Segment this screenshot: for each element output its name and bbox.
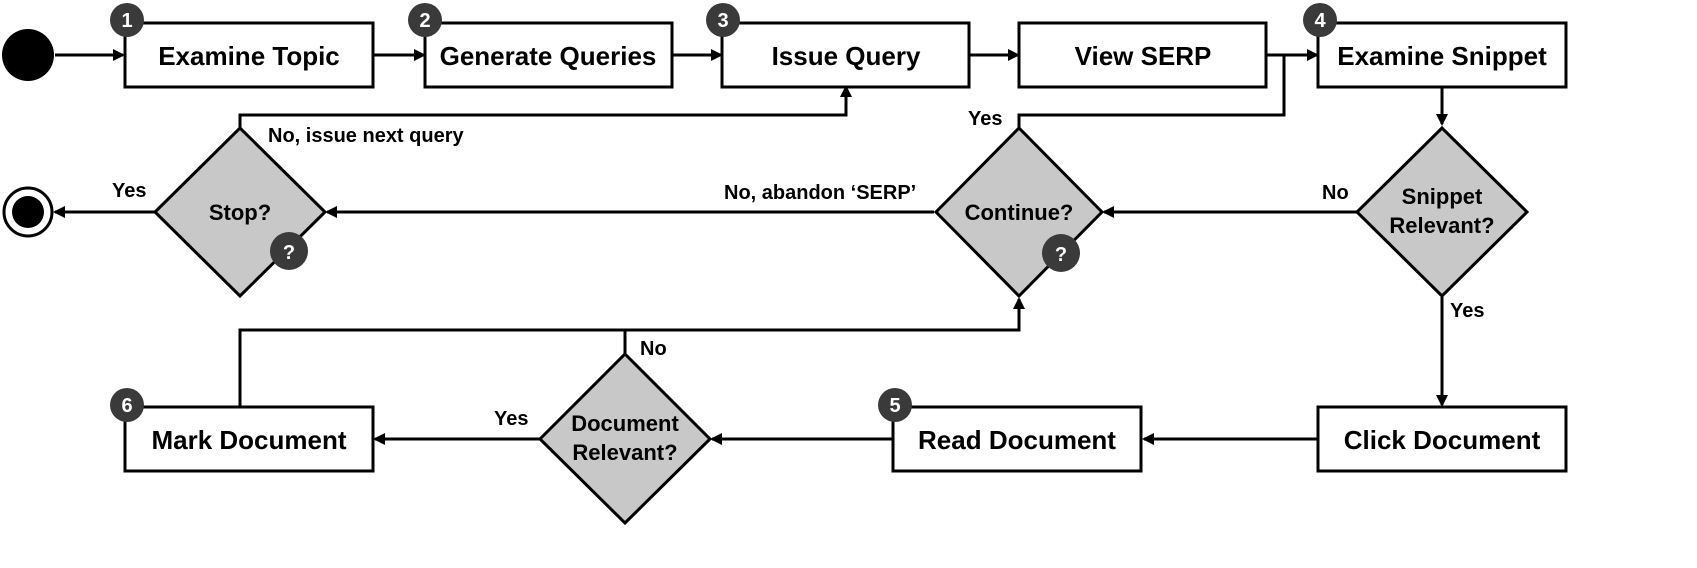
step-badge-1: 1 xyxy=(110,3,144,37)
decision-label-line-1: Document xyxy=(571,411,679,436)
box-examine-snippet: Examine Snippet xyxy=(1316,21,1568,89)
edge-label-snippet-no: No xyxy=(1322,182,1349,204)
question-badge-continue: ? xyxy=(1042,234,1080,272)
decision-document-relevant: Document Relevant? xyxy=(537,351,713,526)
edge-continue-yes-to-view-serp xyxy=(1017,55,1286,128)
box-label: Read Document xyxy=(918,425,1116,455)
step-badge-2: 2 xyxy=(408,3,442,37)
decision-continue: Continue? xyxy=(933,125,1105,299)
step-badge-number: 6 xyxy=(121,395,132,417)
box-label: Generate Queries xyxy=(440,41,657,71)
edge-label-document-no: No xyxy=(640,338,667,360)
edge-label-stop-yes: Yes xyxy=(112,180,146,202)
step-badge-4: 4 xyxy=(1303,3,1337,37)
edge-label-continue-yes: Yes xyxy=(968,108,1002,130)
box-issue-query: Issue Query xyxy=(720,21,971,89)
box-generate-queries: Generate Queries xyxy=(423,21,674,89)
step-badge-number: 4 xyxy=(1314,10,1326,32)
question-mark-icon: ? xyxy=(1055,244,1067,266)
step-badge-number: 1 xyxy=(121,10,132,32)
start-node xyxy=(2,29,54,81)
step-badge-5: 5 xyxy=(878,388,912,422)
box-read-document: Read Document xyxy=(891,405,1143,473)
box-examine-topic: Examine Topic xyxy=(123,21,375,89)
decision-stop: Stop? xyxy=(152,125,328,299)
decision-label: Stop? xyxy=(209,200,271,225)
decision-snippet-relevant: Snippet Relevant? xyxy=(1354,125,1530,299)
end-node xyxy=(2,186,54,238)
edges xyxy=(53,49,1448,445)
box-label: Issue Query xyxy=(772,41,921,71)
step-badge-number: 2 xyxy=(419,10,430,32)
box-label: Examine Snippet xyxy=(1337,41,1547,71)
edge-label-stop-no: No, issue next query xyxy=(268,125,464,147)
edge-mark-document-to-continue xyxy=(238,297,1025,407)
box-label: Examine Topic xyxy=(158,41,340,71)
decision-label-line-1: Snippet xyxy=(1402,184,1483,209)
box-label: View SERP xyxy=(1075,41,1212,71)
step-badge-number: 3 xyxy=(717,10,728,32)
decision-label: Continue? xyxy=(965,200,1074,225)
decision-label-line-2: Relevant? xyxy=(572,440,677,465)
edge-stop-no-to-issue-query xyxy=(238,85,852,128)
question-badge-stop: ? xyxy=(270,232,308,270)
box-label: Mark Document xyxy=(151,425,346,455)
edge-label-snippet-yes: Yes xyxy=(1450,300,1484,322)
step-badge-3: 3 xyxy=(706,3,740,37)
box-mark-document: Mark Document xyxy=(123,405,375,473)
step-badge-6: 6 xyxy=(110,388,144,422)
box-view-serp: View SERP xyxy=(1017,21,1268,89)
decision-label-line-2: Relevant? xyxy=(1389,213,1494,238)
edge-label-document-yes: Yes xyxy=(494,408,528,430)
box-click-document: Click Document xyxy=(1316,405,1568,473)
question-mark-icon: ? xyxy=(283,242,295,264)
step-badge-number: 5 xyxy=(889,395,900,417)
edge-label-continue-no: No, abandon ‘SERP’ xyxy=(724,182,916,204)
box-label: Click Document xyxy=(1344,425,1541,455)
